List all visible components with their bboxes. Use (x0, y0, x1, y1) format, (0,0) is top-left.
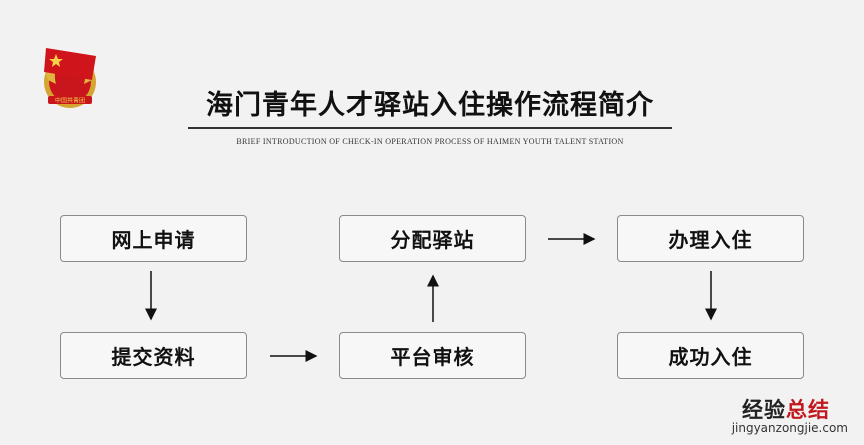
step-check-in-success: 成功入住 (617, 332, 804, 379)
page-subtitle: BRIEF INTRODUCTION OF CHECK-IN OPERATION… (236, 137, 624, 146)
watermark-url: jingyanzongjie.com (731, 421, 848, 435)
step-platform-review: 平台审核 (339, 332, 526, 379)
watermark-text-red: 总结 (786, 398, 830, 422)
emblem-lettering: 中国共青团 (55, 97, 85, 105)
watermark-logo: 经验总结 (742, 394, 830, 424)
watermark-text-black: 经验 (742, 398, 786, 422)
step-assign-station: 分配驿站 (339, 215, 526, 262)
page-title: 海门青年人才驿站入住操作流程简介 (206, 90, 654, 121)
step-check-in-procedure: 办理入住 (617, 215, 804, 262)
step-online-application: 网上申请 (60, 215, 247, 262)
title-underline (188, 127, 672, 129)
youth-league-emblem-icon: 中国共青团 (32, 40, 108, 112)
step-submit-documents: 提交资料 (60, 332, 247, 379)
